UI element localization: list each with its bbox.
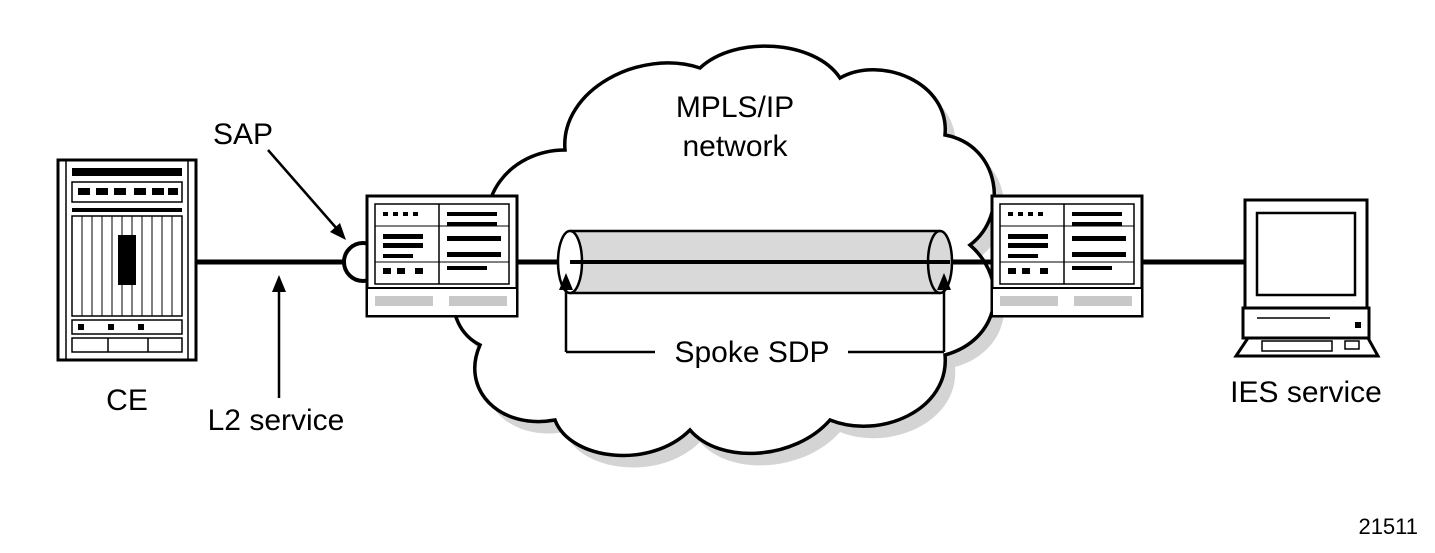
left-router-icon xyxy=(365,194,519,318)
spoke-sdp-bracket xyxy=(559,273,951,354)
l2-service-label: L2 service xyxy=(208,404,345,437)
l2-service-arrow xyxy=(272,275,286,398)
ce-label: CE xyxy=(106,384,148,417)
figure-number: 21511 xyxy=(1358,514,1418,539)
sap-arrow xyxy=(267,149,346,240)
network-label-line1: MPLS/IP xyxy=(676,91,794,124)
computer-terminal-icon xyxy=(1233,198,1381,358)
sap-label: SAP xyxy=(213,118,273,151)
spoke-sdp-label: Spoke SDP xyxy=(674,336,829,369)
right-router-icon xyxy=(990,194,1144,318)
rack-chassis-icon xyxy=(56,158,198,362)
network-label-line2: network xyxy=(682,130,788,163)
ies-service-label: IES service xyxy=(1230,376,1382,409)
tunnel-icon xyxy=(556,229,954,295)
